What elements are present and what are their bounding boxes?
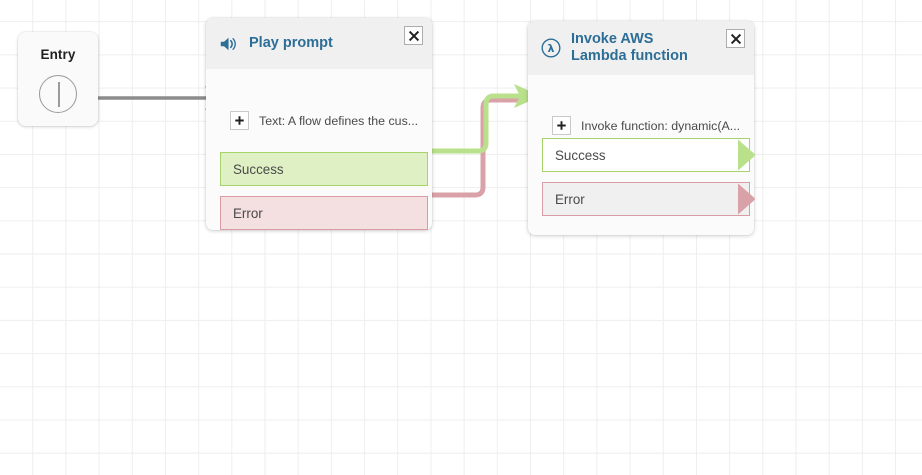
node-invoke-aws-lambda[interactable]: λ Invoke AWS Lambda function Invoke func… (528, 21, 754, 235)
play-prompt-outcome-error-label: Error (233, 205, 263, 221)
invoke-aws-lambda-parameter-row[interactable]: Invoke function: dynamic(A... (552, 116, 740, 135)
entry-node-label: Entry (40, 47, 76, 62)
close-icon[interactable] (726, 29, 745, 48)
play-prompt-outcome-success-label: Success (233, 161, 284, 177)
lambda-icon: λ (540, 37, 562, 59)
node-play-prompt[interactable]: Play prompt Text: A flow defines the cus… (206, 18, 432, 230)
entry-port-icon[interactable] (39, 75, 77, 113)
entry-node[interactable]: Entry (18, 32, 98, 126)
connector-play-prompt-success-to-lambda (418, 84, 541, 163)
invoke-aws-lambda-parameter-text: Invoke function: dynamic(A... (581, 118, 741, 133)
node-invoke-aws-lambda-header: λ Invoke AWS Lambda function (528, 21, 754, 75)
play-prompt-outcome-error[interactable]: Error (220, 196, 428, 230)
close-icon[interactable] (404, 26, 423, 45)
plus-icon[interactable] (230, 111, 249, 130)
invoke-aws-lambda-outcome-error-label: Error (555, 191, 585, 207)
plus-icon[interactable] (552, 116, 571, 135)
svg-text:λ: λ (548, 42, 555, 55)
entry-port-bar (58, 82, 61, 107)
speaker-icon (218, 33, 240, 55)
invoke-aws-lambda-outcome-success-label: Success (555, 147, 606, 163)
node-play-prompt-header: Play prompt (206, 18, 432, 69)
invoke-aws-lambda-outcome-success[interactable]: Success (542, 138, 750, 172)
play-prompt-parameter-row[interactable]: Text: A flow defines the cus... (230, 111, 418, 130)
connector-play-prompt-error-to-lambda (418, 97, 520, 207)
node-play-prompt-title: Play prompt (249, 35, 333, 51)
play-prompt-outcome-success[interactable]: Success (220, 152, 428, 186)
play-prompt-parameter-text: Text: A flow defines the cus... (259, 113, 419, 128)
invoke-aws-lambda-outcome-error[interactable]: Error (542, 182, 750, 216)
node-invoke-aws-lambda-title: Invoke AWS Lambda function (571, 31, 688, 64)
